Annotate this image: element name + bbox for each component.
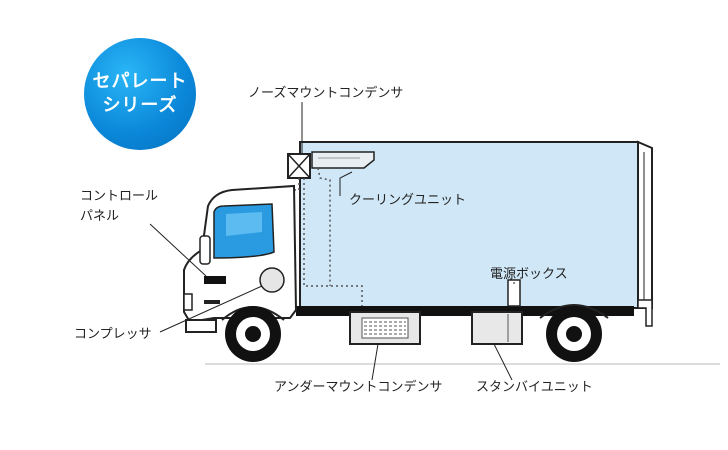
rear-wheel bbox=[539, 304, 609, 362]
label-control-panel-line2: パネル bbox=[80, 209, 120, 224]
chassis-rail bbox=[296, 306, 634, 316]
label-nose-mount-condenser: ノーズマウントコンデンサ bbox=[248, 86, 404, 101]
series-badge-line2: シリーズ bbox=[102, 95, 178, 116]
label-cooling-unit: クーリングユニット bbox=[349, 193, 467, 208]
leader-lines bbox=[149, 102, 515, 381]
power-box bbox=[507, 279, 521, 307]
label-power-box: 電源ボックス bbox=[490, 267, 568, 282]
truck-cab bbox=[183, 184, 298, 333]
control-panel bbox=[204, 276, 226, 284]
label-compressor: コンプレッサ bbox=[74, 327, 152, 342]
label-standby-unit: スタンバイユニット bbox=[476, 380, 593, 395]
leader-under-condenser bbox=[371, 343, 379, 381]
leader-control-panel bbox=[149, 223, 207, 277]
side-mirror bbox=[199, 235, 211, 265]
series-badge-line1: セパレート bbox=[92, 71, 188, 92]
cooling-unit bbox=[311, 151, 375, 169]
headlight bbox=[183, 293, 193, 311]
label-control-panel-line1: コントロール bbox=[80, 189, 159, 204]
leader-compressor bbox=[159, 285, 263, 333]
label-under-mount-condenser: アンダーマウントコンデンサ bbox=[274, 380, 443, 395]
standby-unit bbox=[471, 311, 523, 345]
front-bumper bbox=[185, 319, 217, 333]
under-mount-condenser bbox=[349, 311, 421, 345]
leader-standby-unit bbox=[493, 343, 513, 381]
cargo-box bbox=[299, 140, 653, 327]
nose-mount-condenser bbox=[287, 153, 311, 179]
leader-cooling-unit bbox=[339, 171, 353, 196]
compressor bbox=[259, 267, 285, 293]
series-badge: セパレート シリーズ bbox=[84, 38, 196, 150]
front-wheel bbox=[221, 306, 285, 362]
